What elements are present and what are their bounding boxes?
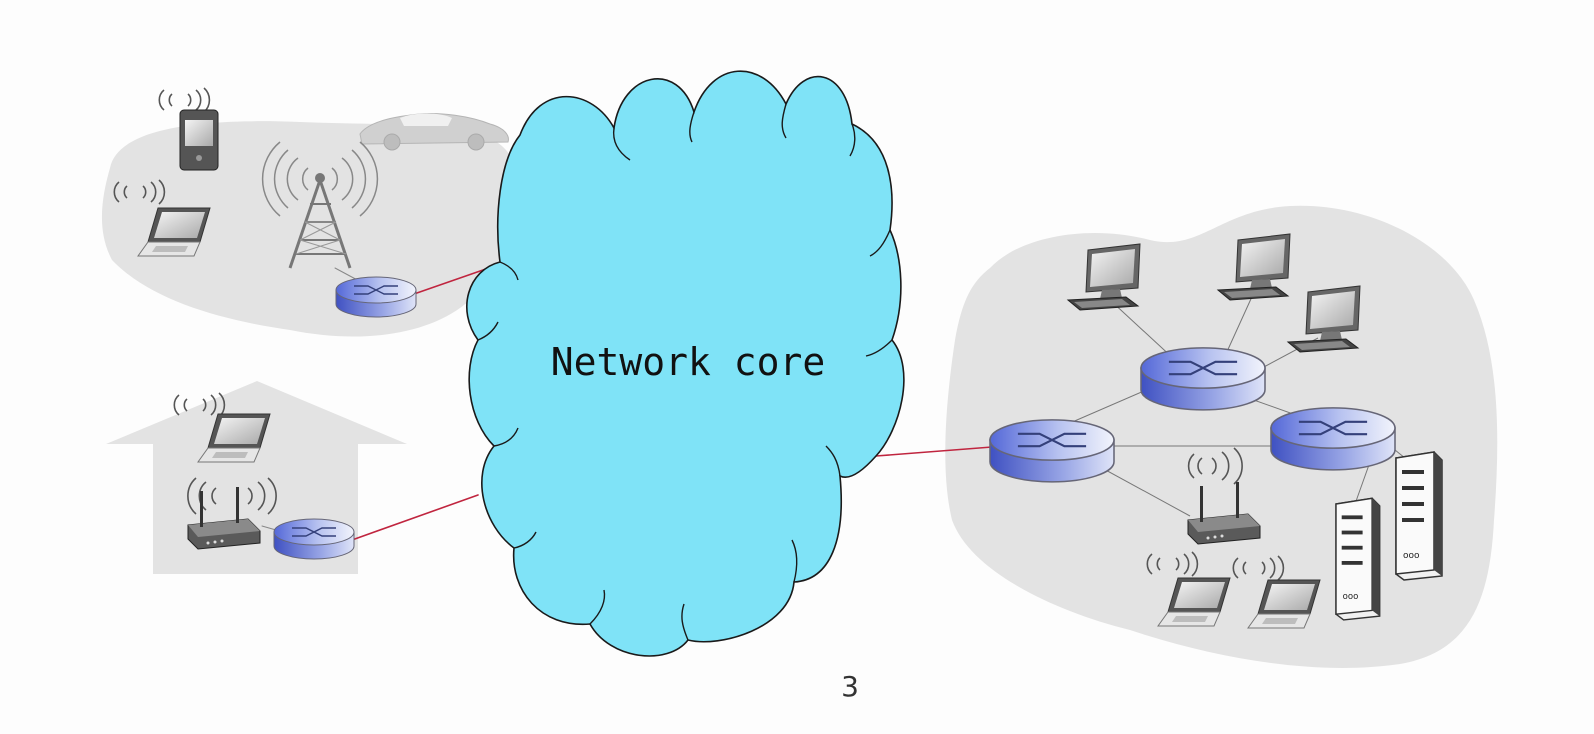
wifi-access-point-icon [1187,447,1261,545]
router-icon [1269,406,1397,471]
router-icon [1139,346,1267,411]
network-core-label: Network core [550,340,826,384]
home-network-house [106,381,407,574]
smartphone-icon [158,87,219,171]
page-number: 3 [841,670,859,703]
network-core-cloud [466,70,905,657]
router-icon [273,518,355,560]
mobile-network-region [101,121,523,337]
server-icon [1335,497,1381,621]
wifi-access-point-icon [187,477,277,550]
car-icon [359,113,509,151]
server-icon [1395,451,1443,581]
router-icon [988,418,1116,483]
cell-tower-icon [261,141,379,269]
router-icon [335,276,417,318]
